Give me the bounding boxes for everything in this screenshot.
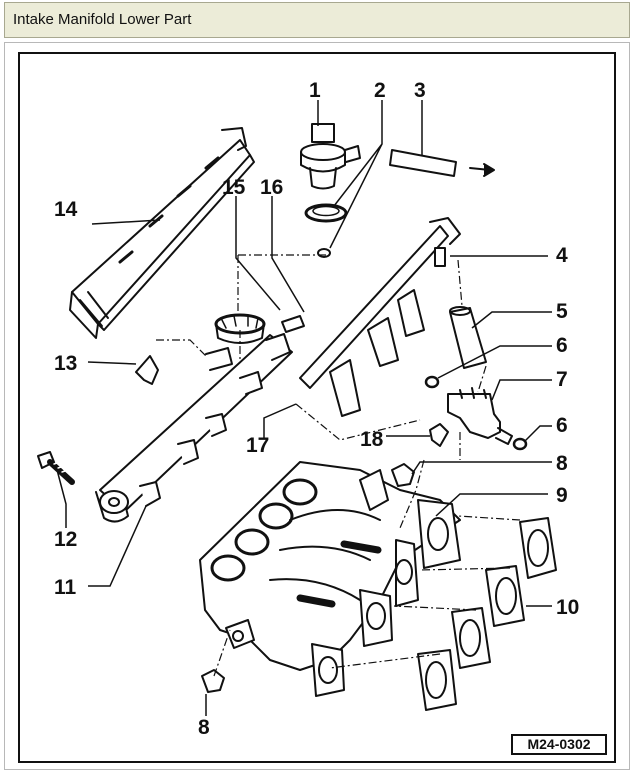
callout-7: 7 — [556, 368, 568, 391]
callout-9: 9 — [556, 484, 568, 507]
callout-6b: 6 — [556, 414, 568, 437]
fuel-rail-cover — [69, 127, 255, 339]
page-title: Intake Manifold Lower Part — [13, 11, 192, 28]
callout-4: 4 — [556, 244, 568, 267]
title-bar: Intake Manifold Lower Part — [4, 2, 630, 38]
pressure-regulator — [300, 123, 361, 190]
vacuum-hose — [389, 149, 495, 177]
manifold-stud — [296, 594, 336, 608]
fuel-distributor — [95, 333, 293, 523]
intake-manifold — [199, 461, 461, 697]
axis-lines — [156, 254, 521, 677]
callout-16: 16 — [260, 176, 283, 199]
callout-14: 14 — [54, 198, 78, 221]
callout-11: 11 — [54, 576, 77, 599]
injector-o-ring-bottom — [512, 437, 528, 451]
injector-clip — [429, 423, 449, 447]
callout-6: 6 — [556, 334, 568, 357]
callout-17: 17 — [246, 434, 269, 457]
injector-clamp — [214, 313, 266, 344]
rail-clip — [135, 355, 159, 385]
callout-12: 12 — [54, 528, 77, 551]
retaining-pin — [281, 315, 305, 333]
callout-15: 15 — [222, 176, 246, 199]
callout-5: 5 — [556, 300, 568, 323]
injector-sleeve — [449, 306, 487, 369]
callout-18: 18 — [360, 428, 384, 451]
injector-o-ring-top — [424, 375, 440, 389]
leader-lines — [55, 100, 552, 716]
o-ring-small — [317, 248, 331, 258]
diagram-code: M24-0302 — [511, 734, 607, 755]
o-ring-large — [304, 203, 348, 223]
fuel-injector — [447, 387, 513, 445]
hex-nut — [391, 463, 415, 487]
hex-nut — [201, 669, 225, 693]
callout-13: 13 — [54, 352, 77, 375]
callout-1: 1 — [309, 79, 321, 102]
callout-8b: 8 — [198, 716, 210, 739]
manifold-stud — [340, 540, 382, 554]
manifold-gaskets — [417, 517, 557, 711]
callout-3: 3 — [414, 79, 426, 102]
callout-10: 10 — [556, 596, 579, 619]
diagram-border — [18, 52, 616, 763]
mounting-bolt — [37, 451, 75, 485]
callout-2: 2 — [374, 79, 386, 102]
fuel-rail — [299, 217, 461, 417]
callout-8: 8 — [556, 452, 568, 475]
